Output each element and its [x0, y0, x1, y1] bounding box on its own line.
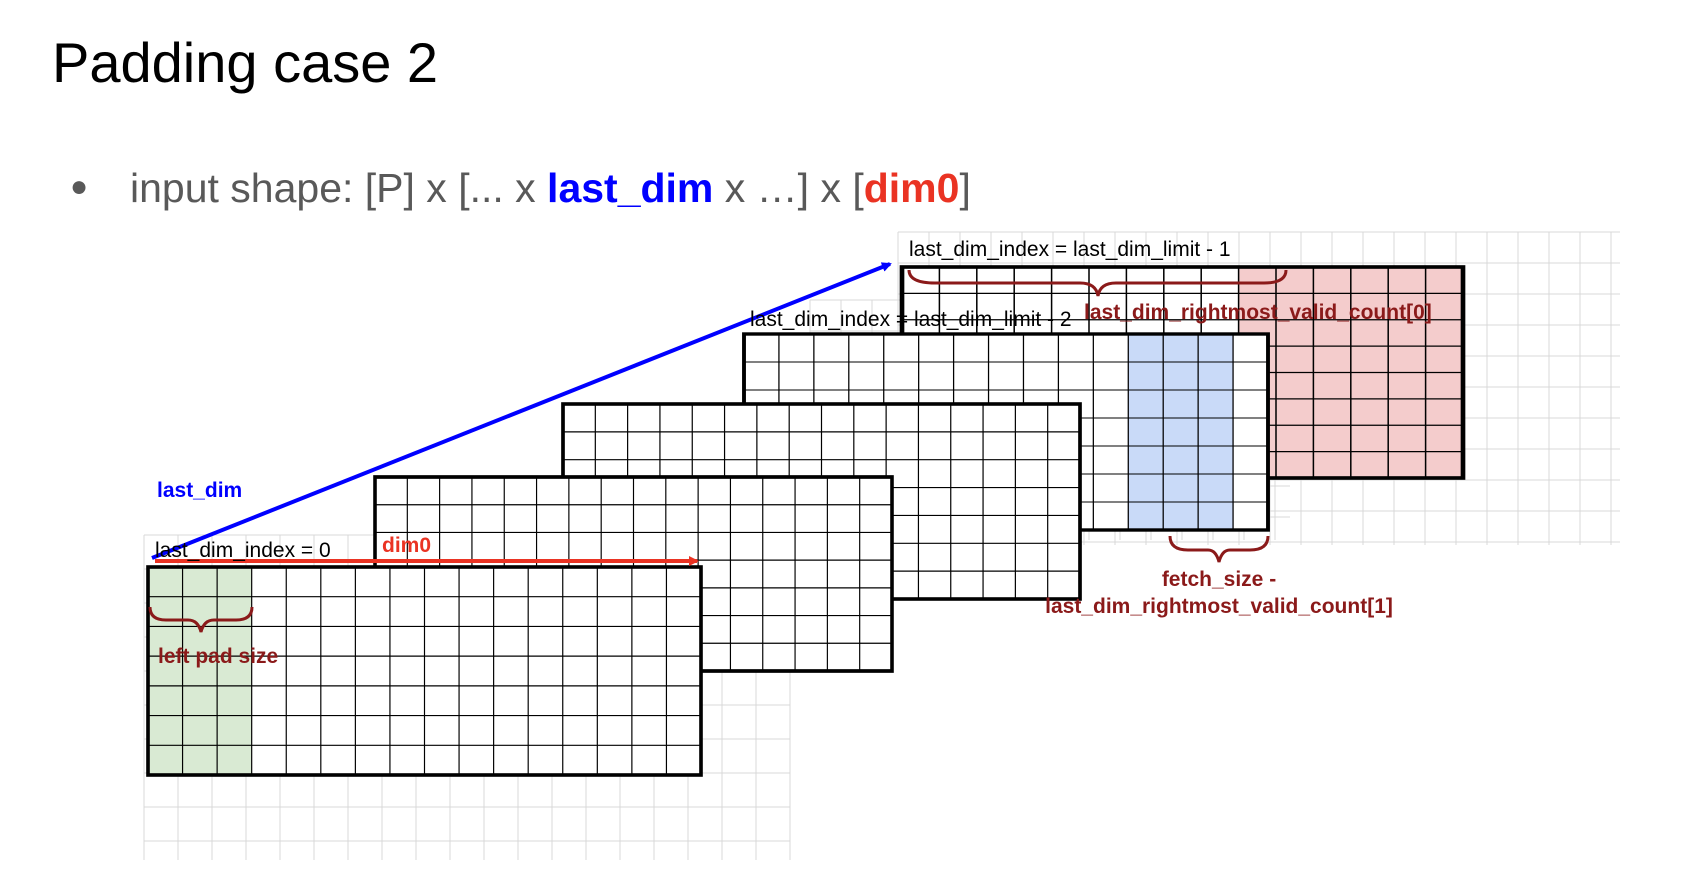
label-index-second: last_dim_index = last_dim_limit - 2: [750, 308, 1072, 331]
brace-left-pad: [148, 606, 254, 633]
label-index-top: last_dim_index = last_dim_limit - 1: [909, 238, 1231, 261]
label-valid-count0: last_dim_rightmost_valid_count[0]: [1084, 301, 1432, 324]
label-dim0-axis: dim0: [382, 534, 431, 557]
shape-last-dim: last_dim: [547, 165, 714, 211]
page-title: Padding case 2: [52, 31, 439, 94]
last-dim-arrow: [151, 262, 892, 560]
tensor-slice-first: [146, 565, 703, 777]
label-fetch-size-line2: last_dim_rightmost_valid_count[1]: [1045, 595, 1393, 618]
shape-middle: x …] x [: [713, 165, 864, 211]
bullet-dot: ●: [70, 170, 89, 203]
left-pad-region: [148, 567, 252, 776]
shape-dim0: dim0: [863, 165, 960, 211]
slice-first-cells: [146, 565, 703, 777]
brace-valid-count0: [907, 269, 1288, 297]
label-last-dim-axis: last_dim: [157, 479, 242, 502]
shape-prefix: input shape: [P] x [... x: [130, 165, 548, 211]
label-fetch-size-line1: fetch_size -: [1162, 568, 1276, 591]
label-index-first: last_dim_index = 0: [155, 539, 331, 562]
bullet-input-shape: ● input shape: [P] x [... x last_dim x …]…: [70, 165, 971, 212]
slice-border: [146, 565, 703, 777]
shape-suffix: ]: [959, 165, 971, 211]
fetch-size-region: [1128, 334, 1234, 530]
label-left-pad: left pad size: [158, 645, 278, 668]
brace-fetch-size: [1168, 535, 1270, 563]
